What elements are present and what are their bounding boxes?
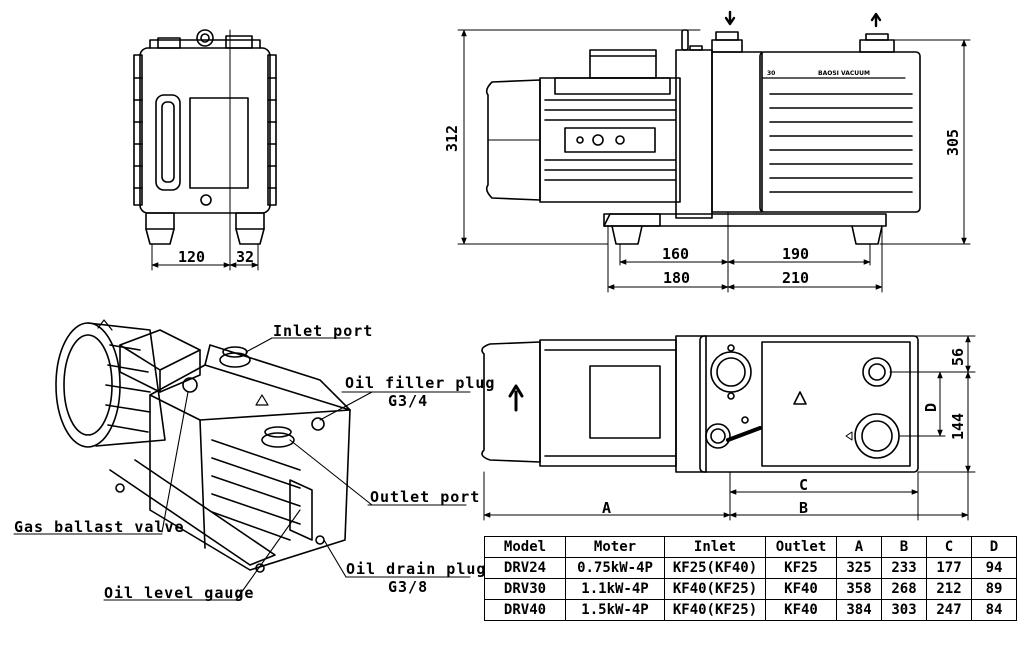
table-cell: 1.1kW-4P xyxy=(565,578,665,600)
spec-table: Model Moter Inlet Outlet A B C D DRV24 0… xyxy=(484,536,1017,621)
table-row: DRV40 1.5kW-4P KF40(KF25) KF40 384 303 2… xyxy=(484,599,1017,621)
side-view xyxy=(457,10,971,293)
nameplate-number: 30 xyxy=(767,70,776,77)
col-header: Moter xyxy=(565,536,665,558)
table-cell: 358 xyxy=(836,578,882,600)
dim-56: 56 xyxy=(949,347,967,366)
col-header: C xyxy=(926,536,972,558)
table-row: DRV24 0.75kW-4P KF25(KF40) KF25 325 233 … xyxy=(484,557,1017,579)
col-header: D xyxy=(971,536,1017,558)
end-view xyxy=(133,29,277,271)
table-cell: 89 xyxy=(971,578,1017,600)
col-header: B xyxy=(881,536,927,558)
col-header: Outlet xyxy=(765,536,837,558)
dim-180: 180 xyxy=(663,269,691,287)
table-cell: 384 xyxy=(836,599,882,621)
table-cell: 84 xyxy=(971,599,1017,621)
table-row: DRV30 1.1kW-4P KF40(KF25) KF40 358 268 2… xyxy=(484,578,1017,600)
table-cell: KF40 xyxy=(765,599,837,621)
table-header-row: Model Moter Inlet Outlet A B C D xyxy=(484,536,1017,558)
dim-C: C xyxy=(799,476,809,494)
col-header: Inlet xyxy=(664,536,766,558)
table-cell: DRV40 xyxy=(484,599,566,621)
dim-A: A xyxy=(602,499,612,517)
table-cell: 247 xyxy=(926,599,972,621)
dim-210: 210 xyxy=(782,269,810,287)
top-view xyxy=(481,335,976,521)
dim-B: B xyxy=(799,499,809,517)
label-inlet-port: Inlet port xyxy=(273,322,374,340)
dim-D: D xyxy=(922,402,940,412)
table-cell: 177 xyxy=(926,557,972,579)
table-cell: 212 xyxy=(926,578,972,600)
table-cell: 94 xyxy=(971,557,1017,579)
callout-leaders xyxy=(13,337,471,601)
table-cell: DRV30 xyxy=(484,578,566,600)
label-outlet-port: Outlet port xyxy=(370,488,481,506)
label-oil-drain-thread: G3/8 xyxy=(388,578,429,596)
label-oil-drain-plug: Oil drain plug xyxy=(346,560,487,578)
table-cell: 325 xyxy=(836,557,882,579)
label-oil-filler-thread: G3/4 xyxy=(388,392,429,410)
table-cell: DRV24 xyxy=(484,557,566,579)
table-cell: KF40 xyxy=(765,578,837,600)
dim-305: 305 xyxy=(944,128,962,156)
table-cell: KF40(KF25) xyxy=(664,578,766,600)
table-cell: 233 xyxy=(881,557,927,579)
dim-160: 160 xyxy=(662,245,690,263)
dim-312: 312 xyxy=(443,124,461,152)
isometric-view xyxy=(55,319,351,573)
label-gas-ballast-valve: Gas ballast valve xyxy=(14,518,185,536)
label-oil-level-gauge: Oil level gauge xyxy=(104,584,255,602)
table-cell: 268 xyxy=(881,578,927,600)
table-cell: 303 xyxy=(881,599,927,621)
table-cell: 0.75kW-4P xyxy=(565,557,665,579)
col-header: A xyxy=(836,536,882,558)
col-header: Model xyxy=(484,536,566,558)
nameplate-brand: BAOSI VACUUM xyxy=(818,70,870,77)
table-cell: KF25(KF40) xyxy=(664,557,766,579)
table-cell: KF25 xyxy=(765,557,837,579)
dim-190: 190 xyxy=(782,245,810,263)
dim-144: 144 xyxy=(949,412,967,440)
table-cell: KF40(KF25) xyxy=(664,599,766,621)
label-oil-filler-plug: Oil filler plug xyxy=(345,374,496,392)
dim-120: 120 xyxy=(178,248,206,266)
dim-32: 32 xyxy=(236,248,255,266)
table-cell: 1.5kW-4P xyxy=(565,599,665,621)
